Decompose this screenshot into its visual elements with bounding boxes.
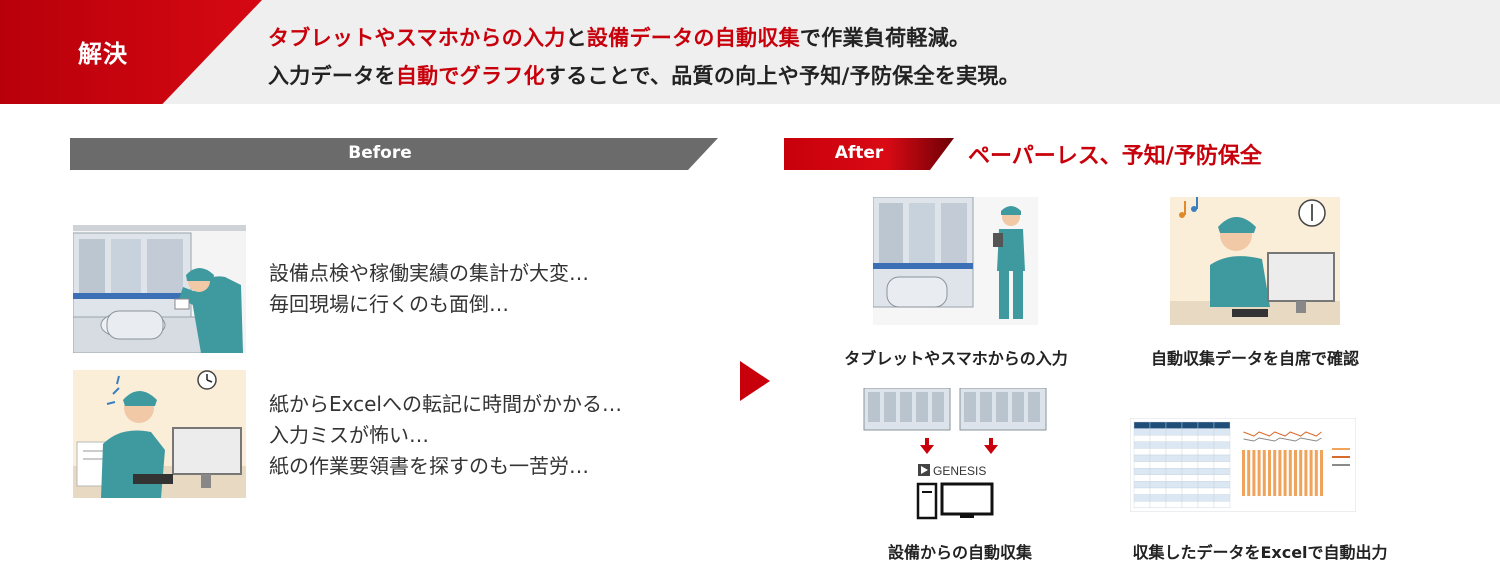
relaxed-desk-worker-illustration bbox=[1170, 197, 1340, 325]
music-note-icon bbox=[1179, 197, 1198, 218]
headline-line-1-segment: と bbox=[565, 26, 587, 50]
clock-icon bbox=[1298, 199, 1326, 227]
monitor-icon bbox=[916, 482, 994, 520]
clock-icon bbox=[197, 370, 217, 390]
excel-output-illustration bbox=[1130, 418, 1356, 512]
arrow-down-icon bbox=[920, 438, 998, 454]
headline-line-1-segment: タブレットやスマホからの入力 bbox=[268, 26, 566, 50]
caption-excel-output: 収集したデータをExcelで自動出力 bbox=[1132, 543, 1388, 562]
before-item-1-text: 設備点検や稼働実績の集計が大変… 毎回現場に行くのも面倒… bbox=[269, 258, 589, 320]
headline-line-2: 入力データを自動でグラフ化することで、品質の向上や予知/予防保全を実現。 bbox=[268, 60, 1020, 90]
inspection-worker-illustration bbox=[73, 225, 246, 353]
before-item-2-line-3: 紙の作業要領書を探すのも一苦労… bbox=[269, 454, 589, 478]
equipment-auto-collect-illustration: GENESIS bbox=[862, 388, 1048, 520]
before-label: Before bbox=[348, 143, 412, 163]
play-triangle-icon bbox=[740, 361, 770, 401]
caption-desk-check: 自動収集データを自席で確認 bbox=[1150, 349, 1359, 368]
headline-line-2-segment: 入力データを bbox=[268, 64, 396, 88]
solution-tag-label: 解決 bbox=[78, 40, 128, 68]
after-title: ペーパーレス、予知/予防保全 bbox=[968, 144, 1262, 169]
after-bar: After bbox=[784, 138, 954, 170]
before-bar: Before bbox=[70, 138, 718, 170]
before-item-2-line-1: 紙からExcelへの転記に時間がかかる… bbox=[269, 392, 622, 416]
caption-tablet-input: タブレットやスマホからの入力 bbox=[844, 349, 1068, 368]
before-item-1-line-1: 設備点検や稼働実績の集計が大変… bbox=[269, 261, 589, 285]
tablet-input-worker-illustration bbox=[873, 197, 1038, 325]
before-item-2-line-2: 入力ミスが怖い… bbox=[269, 423, 429, 447]
before-item-1-line-2: 毎回現場に行くのも面倒… bbox=[269, 292, 509, 316]
headline-line-1-segment: 設備データの自動収集 bbox=[586, 26, 800, 50]
headline-line-1: タブレットやスマホからの入力と設備データの自動収集で作業負荷軽減。 bbox=[268, 22, 970, 52]
headline-line-2-segment: 自動でグラフ化 bbox=[395, 64, 545, 88]
header-band bbox=[0, 0, 1500, 104]
spreadsheet-thumbnail bbox=[1133, 421, 1231, 508]
after-label: After bbox=[834, 143, 884, 163]
genesis-logo-text: GENESIS bbox=[933, 464, 986, 478]
stressed-office-worker-illustration bbox=[73, 370, 246, 498]
headline-line-1-segment: で作業負荷軽減。 bbox=[799, 26, 971, 50]
headline-line-2-segment: することで、品質の向上や予知/予防保全を実現。 bbox=[544, 64, 1021, 88]
before-item-2-text: 紙からExcelへの転記に時間がかかる… 入力ミスが怖い… 紙の作業要領書を探す… bbox=[269, 389, 622, 482]
caption-auto-collect: 設備からの自動収集 bbox=[887, 543, 1032, 562]
chart-thumbnail bbox=[1242, 431, 1350, 496]
